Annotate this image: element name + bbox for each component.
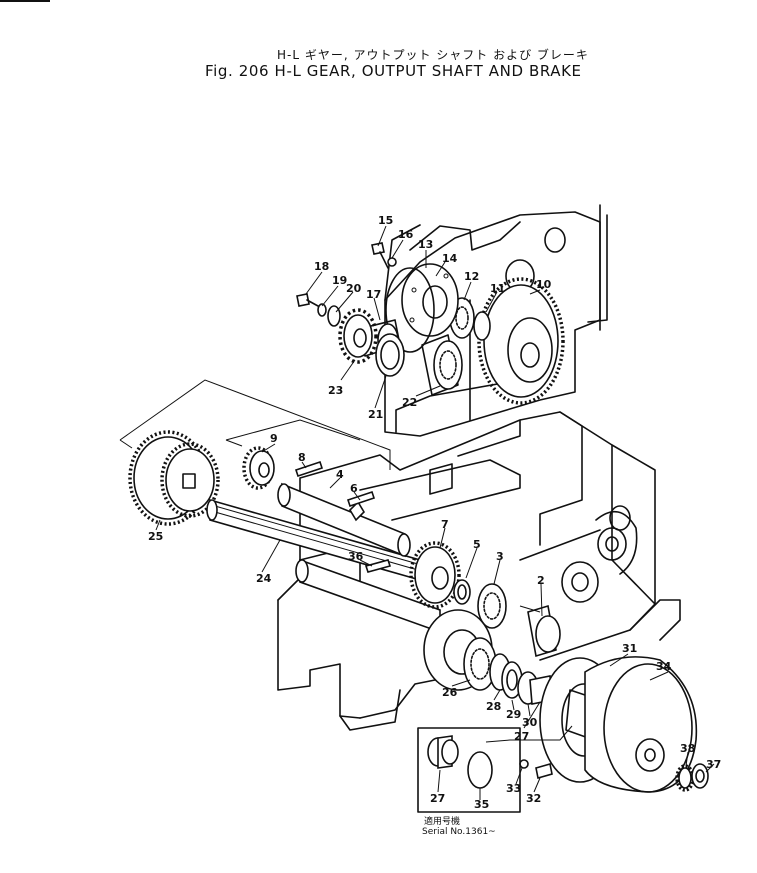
callout-6: 6	[350, 482, 358, 495]
callout-18: 18	[314, 260, 329, 273]
callout-20: 20	[346, 282, 362, 295]
callout-9: 9	[270, 432, 278, 445]
callout-21: 21	[368, 408, 383, 421]
item-19-washer	[317, 303, 327, 317]
callout-14: 14	[442, 252, 458, 265]
item-18-bolt	[296, 293, 319, 307]
callout-29: 29	[506, 708, 521, 721]
item-2-cap	[527, 604, 561, 658]
callout-16: 16	[398, 228, 414, 241]
callout-27-inset: 27	[430, 792, 445, 805]
item-29-seal	[501, 661, 523, 699]
item-32-bolt	[535, 762, 553, 780]
callout-37: 36	[348, 550, 364, 563]
item-33-washer	[519, 759, 529, 769]
item-36-lockwasher	[675, 764, 695, 792]
callout-30: 30	[522, 716, 538, 729]
callout-12: 12	[464, 270, 479, 283]
callout-28: 28	[486, 700, 501, 713]
callout-8: 8	[298, 451, 306, 464]
callout-5: 5	[473, 538, 481, 551]
callout-26: 26	[442, 686, 458, 699]
callout-15: 15	[378, 214, 393, 227]
callout-23: 23	[328, 384, 343, 397]
item-9-gear	[242, 446, 275, 490]
callout-32: 32	[526, 792, 541, 805]
item-34-brake-drum	[584, 656, 698, 793]
serial-note: 適用号機 Serial No.1361~	[422, 815, 496, 837]
callout-34: 34	[656, 660, 672, 673]
item-23-sprocket	[338, 308, 378, 364]
item-21-seal	[375, 333, 405, 377]
item-25-double-gear	[128, 430, 220, 526]
callout-19: 19	[332, 274, 347, 287]
item-11-spacer	[473, 311, 491, 341]
inset-item-38-o-ring	[467, 751, 493, 789]
figure-title-japanese: H-L ギヤー, アウトプット シャフト および ブレーキ	[277, 48, 589, 62]
item-14-gasket	[385, 267, 435, 353]
callout-25: 25	[148, 530, 163, 543]
serial-inset-box	[417, 727, 521, 813]
serial-number-range: Serial No.1361~	[422, 827, 496, 837]
item-13-cover	[401, 263, 459, 337]
top-rule	[0, 0, 50, 2]
inset-item-27-coupling	[427, 735, 459, 769]
item-15-bolt	[371, 242, 389, 269]
item-4-shaft	[277, 482, 411, 558]
callout-38: 35	[474, 798, 489, 811]
callout-3: 3	[496, 550, 504, 563]
item-5-ring	[453, 579, 471, 605]
item-10-large-gear	[477, 277, 565, 405]
callout-10: 10	[536, 278, 552, 291]
callout-labels: 15 16 13 14 12 11 10 18 19 20 17 23 21 2…	[148, 214, 721, 811]
callout-4: 4	[336, 468, 344, 481]
item-3-bearing	[477, 583, 507, 629]
callout-2: 2	[537, 574, 545, 587]
serial-note-japanese: 適用号機	[424, 815, 460, 827]
item-16-washer	[387, 257, 397, 267]
item-7-gear	[409, 541, 461, 609]
callout-33: 33	[506, 782, 521, 795]
item-35-nut	[691, 763, 709, 789]
callout-35: 37	[706, 758, 721, 771]
assembly-outline	[119, 379, 391, 470]
callout-11: 11	[490, 282, 505, 295]
item-6-key	[346, 490, 376, 508]
callout-24: 24	[256, 572, 272, 585]
leader-lines	[155, 225, 715, 800]
item-22-bearing	[421, 334, 463, 396]
callout-22: 22	[402, 396, 417, 409]
callout-31: 31	[622, 642, 637, 655]
upper-case-housing	[384, 204, 608, 437]
figure-title-english: Fig. 206 H-L GEAR, OUTPUT SHAFT AND BRAK…	[205, 62, 582, 80]
callout-7: 7	[441, 518, 449, 531]
item-37-key	[364, 559, 392, 573]
callout-13: 13	[418, 238, 433, 251]
callout-17: 17	[366, 288, 381, 301]
callout-36: 38	[680, 742, 695, 755]
callout-27: 27	[514, 730, 529, 743]
item-8-key	[294, 460, 324, 478]
